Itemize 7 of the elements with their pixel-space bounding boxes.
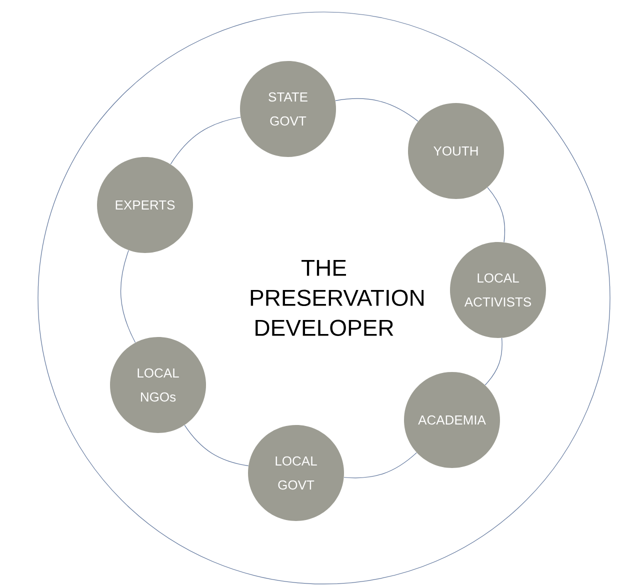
ring-line (184, 424, 249, 466)
ring-line (170, 116, 241, 164)
ring-line (120, 250, 136, 343)
ring-line (487, 187, 506, 242)
ring-line (484, 338, 502, 386)
ring-line (344, 452, 417, 478)
ring-line (335, 98, 418, 122)
